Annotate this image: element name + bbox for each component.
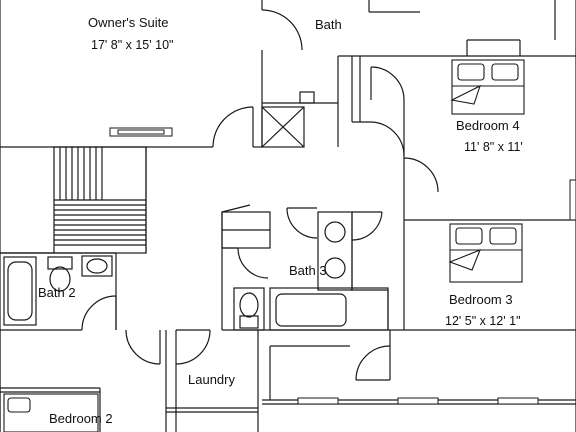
bedroom-4-walls [351, 56, 576, 221]
room-label-bath: Bath [315, 17, 342, 32]
bed-icon [448, 223, 523, 283]
room-label-bedroom-3: Bedroom 3 [449, 292, 513, 307]
bath-3-walls [222, 211, 404, 331]
room-dims-owners-suite: 17' 8" x 15' 10" [91, 38, 174, 52]
bed-icon [3, 393, 99, 432]
room-label-bath-2: Bath 2 [38, 285, 76, 300]
bed-icons [3, 59, 525, 432]
room-dims-bedroom-4: 11' 8" x 11' [464, 140, 523, 154]
bedroom-3-walls [355, 220, 576, 381]
owner-bath-walls [261, 0, 576, 148]
hall-closet-walls [221, 204, 318, 330]
room-label-bedroom-4: Bedroom 4 [456, 118, 520, 133]
bedroom-2-walls [0, 330, 101, 432]
bed-icon [450, 59, 525, 115]
room-label-laundry: Laundry [188, 372, 235, 387]
room-label-owners-suite: Owner's Suite [88, 15, 169, 30]
room-label-bedroom-2: Bedroom 2 [49, 411, 113, 426]
room-dims-bedroom-3: 12' 5" x 12' 1" [445, 314, 521, 328]
bath-2-walls [0, 252, 161, 365]
room-label-bath-3: Bath 3 [289, 263, 327, 278]
stairs [0, 146, 147, 254]
windows [109, 127, 576, 405]
